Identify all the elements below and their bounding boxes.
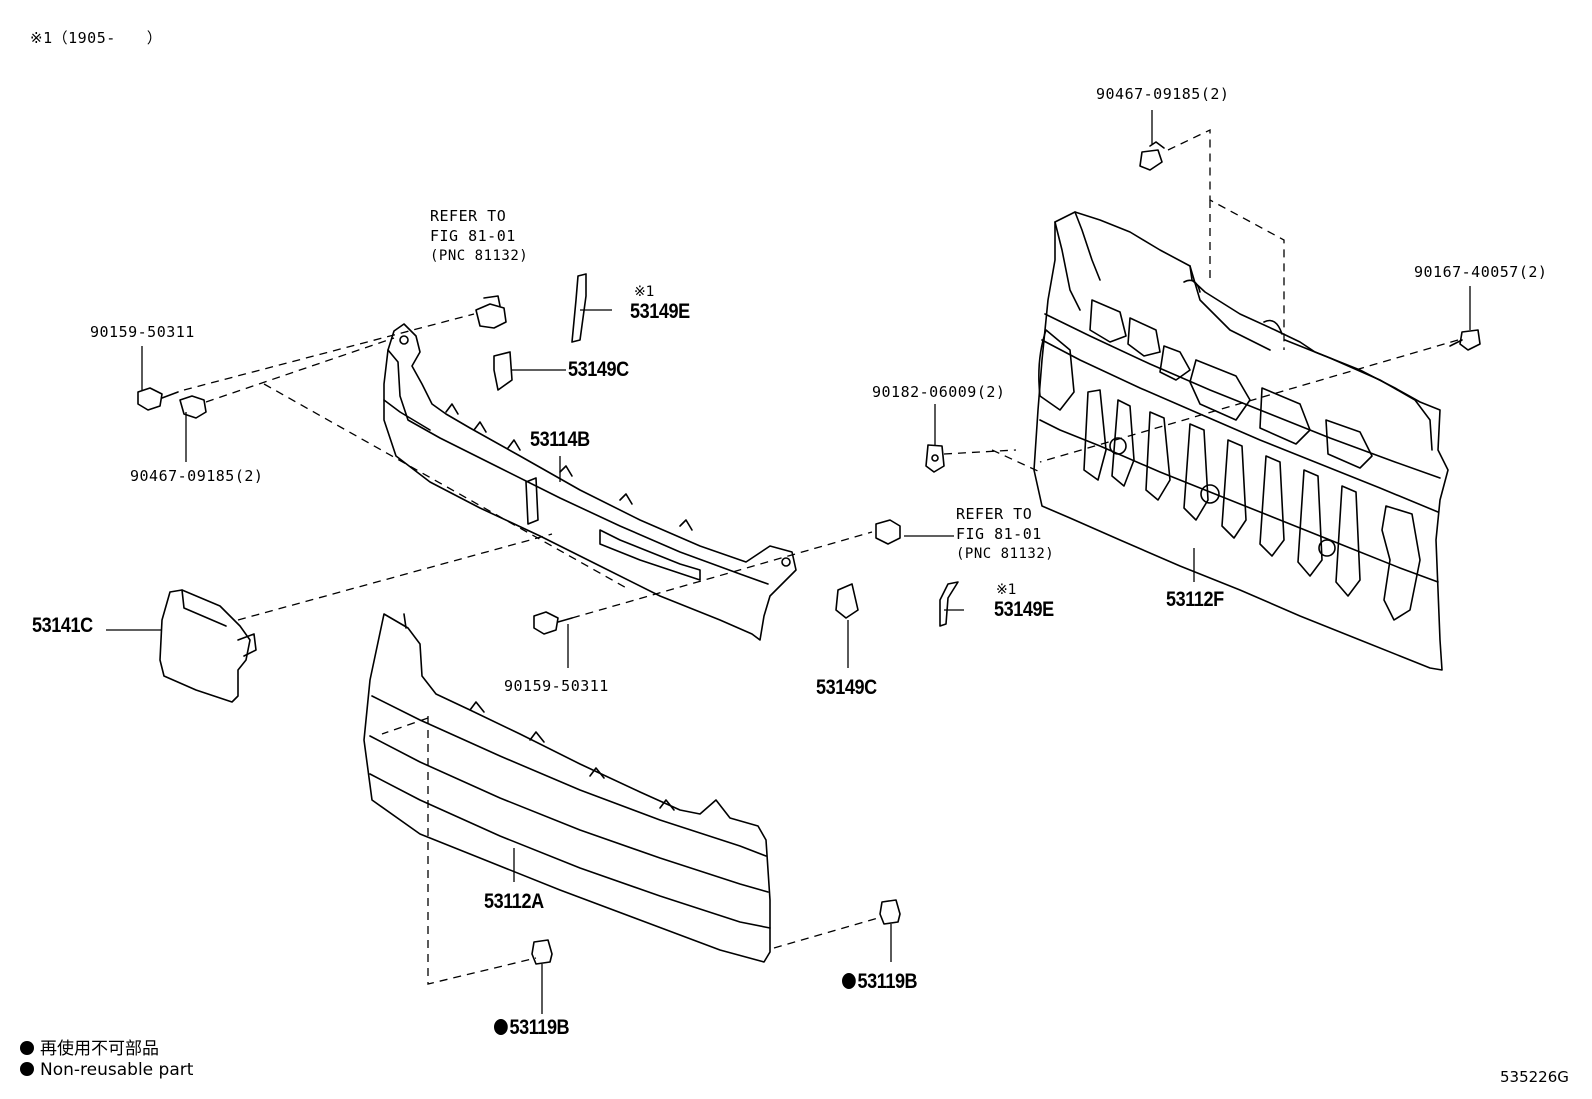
garnish-53112A [363,613,771,963]
non-reusable-dot-icon [20,1062,34,1076]
callout-clip-left[interactable]: 90467-09185(2) [130,467,264,485]
cover-53141C [159,589,257,703]
guide-lines [183,128,1459,985]
refer-line-2: FIG 81-01 [430,227,516,245]
callout-bolt-left[interactable]: 90159-50311 [90,323,195,341]
header-note: ※1（1905- ） [30,29,163,47]
reinforcement-53114B [383,323,797,641]
part-number: 53119B [857,970,918,993]
legend-jp-text: 再使用不可部品 [40,1039,159,1059]
part-53149E-mid[interactable]: 53149E [994,598,1054,621]
part-53119B-right[interactable]: 53119B [842,970,918,994]
part-53149C-top[interactable]: 53149C [568,358,629,381]
figure-code: 535226G [1500,1068,1569,1086]
part-number: 53119B [509,1016,570,1039]
leader-lines [106,110,1471,1014]
non-reusable-dot-icon [20,1041,34,1055]
part-53112F[interactable]: 53112F [1166,588,1224,611]
note-mark-top: ※1 [634,284,655,300]
refer-line-1: REFER TO [956,505,1033,523]
part-53112A[interactable]: 53112A [484,890,544,913]
legend-jp: 再使用不可部品 [20,1034,159,1059]
part-53149E-top[interactable]: 53149E [630,300,690,323]
refer-line-3: (PNC 81132) [430,248,529,264]
legend-en-text: Non-reusable part [40,1060,194,1080]
callout-screw-right[interactable]: 90167-40057(2) [1414,263,1548,281]
fasteners [137,141,1481,965]
refer-line-1: REFER TO [430,207,507,225]
callout-bolt-center[interactable]: 90159-50311 [504,677,609,695]
callout-bolt-top-right[interactable]: 90467-09185(2) [1096,85,1230,103]
refer-line-3: (PNC 81132) [956,546,1055,562]
refer-line-2: FIG 81-01 [956,525,1042,543]
non-reusable-dot-icon [494,1019,508,1035]
part-53119B-left[interactable]: 53119B [494,1016,570,1040]
callout-nut-right[interactable]: 90182-06009(2) [872,383,1006,401]
part-53149C-mid[interactable]: 53149C [816,676,877,699]
note-mark-mid: ※1 [996,582,1017,598]
back-panel-53112F [1033,211,1449,671]
non-reusable-dot-icon [842,973,856,989]
part-53114B[interactable]: 53114B [530,428,590,451]
part-53141C[interactable]: 53141C [32,614,93,637]
legend-en: Non-reusable part [20,1060,193,1080]
